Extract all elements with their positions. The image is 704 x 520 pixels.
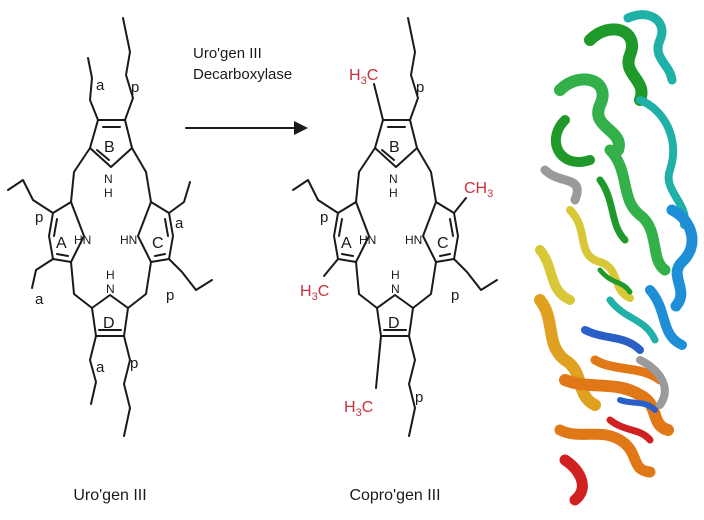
ring-a-right: A HN p H3C: [292, 179, 376, 303]
methyl-c: CH3: [464, 180, 493, 200]
nh-h-b-right: H: [389, 186, 398, 200]
side-p-a: p: [35, 209, 43, 226]
nh-h-d: H: [106, 268, 115, 282]
ring-c-left: C HN a p: [120, 181, 213, 304]
ring-c-right: C HN CH3 p: [405, 180, 498, 304]
nh-n-b-right: N: [389, 172, 398, 186]
ring-b-right: B N H H3C p: [349, 17, 424, 200]
ring-b-left: B N H a p: [87, 17, 139, 200]
side-p-c-right: p: [451, 287, 459, 304]
ring-label-d-right: D: [388, 315, 400, 332]
ring-label-d: D: [103, 315, 115, 332]
coprogen-caption: Copro'gen III: [349, 487, 440, 504]
enzyme-name-line1: Uro'gen III: [193, 45, 262, 62]
side-a-c: a: [175, 215, 184, 232]
side-p-b: p: [131, 79, 139, 96]
ring-label-a: A: [56, 235, 67, 252]
hn-c-right: HN: [405, 233, 422, 247]
ring-d-left: D H N a p: [89, 268, 138, 437]
coprogen-structure: B N H H3C p A HN p H3C: [292, 17, 498, 504]
urogen-structure: B N H a p A HN p a: [7, 17, 213, 504]
side-p-d-right: p: [415, 389, 423, 406]
ring-d-right: D H N H3C p: [344, 268, 423, 437]
side-a-d: a: [96, 359, 105, 376]
side-p-c: p: [166, 287, 174, 304]
hn-a-right: HN: [359, 233, 376, 247]
ring-label-c: C: [152, 235, 164, 252]
nh-n-d-right: N: [391, 282, 400, 296]
reaction-arrow: Uro'gen III Decarboxylase: [185, 45, 308, 135]
nh-n-b: N: [104, 172, 113, 186]
enzyme-name-line2: Decarboxylase: [193, 66, 292, 83]
side-p-d: p: [130, 355, 138, 372]
nh-h-b: H: [104, 186, 113, 200]
ring-label-a-right: A: [341, 235, 352, 252]
urogen-caption: Uro'gen III: [73, 487, 146, 504]
ring-label-c-right: C: [437, 235, 449, 252]
side-a-a: a: [35, 291, 44, 308]
hn-c: HN: [120, 233, 137, 247]
ring-a-left: A HN p a: [7, 179, 91, 308]
side-a-b: a: [96, 77, 105, 94]
side-p-a-right: p: [320, 209, 328, 226]
methyl-d: H3C: [344, 399, 373, 419]
ring-label-b: B: [104, 139, 115, 156]
nh-n-d: N: [106, 282, 115, 296]
nh-h-d-right: H: [391, 268, 400, 282]
arrow-head-icon: [294, 121, 308, 135]
methyl-a: H3C: [300, 283, 329, 303]
side-p-b-right: p: [416, 79, 424, 96]
ring-label-b-right: B: [389, 139, 400, 156]
methyl-b: H3C: [349, 67, 378, 87]
hn-a: HN: [74, 233, 91, 247]
protein-ribbon-icon: [534, 10, 698, 506]
